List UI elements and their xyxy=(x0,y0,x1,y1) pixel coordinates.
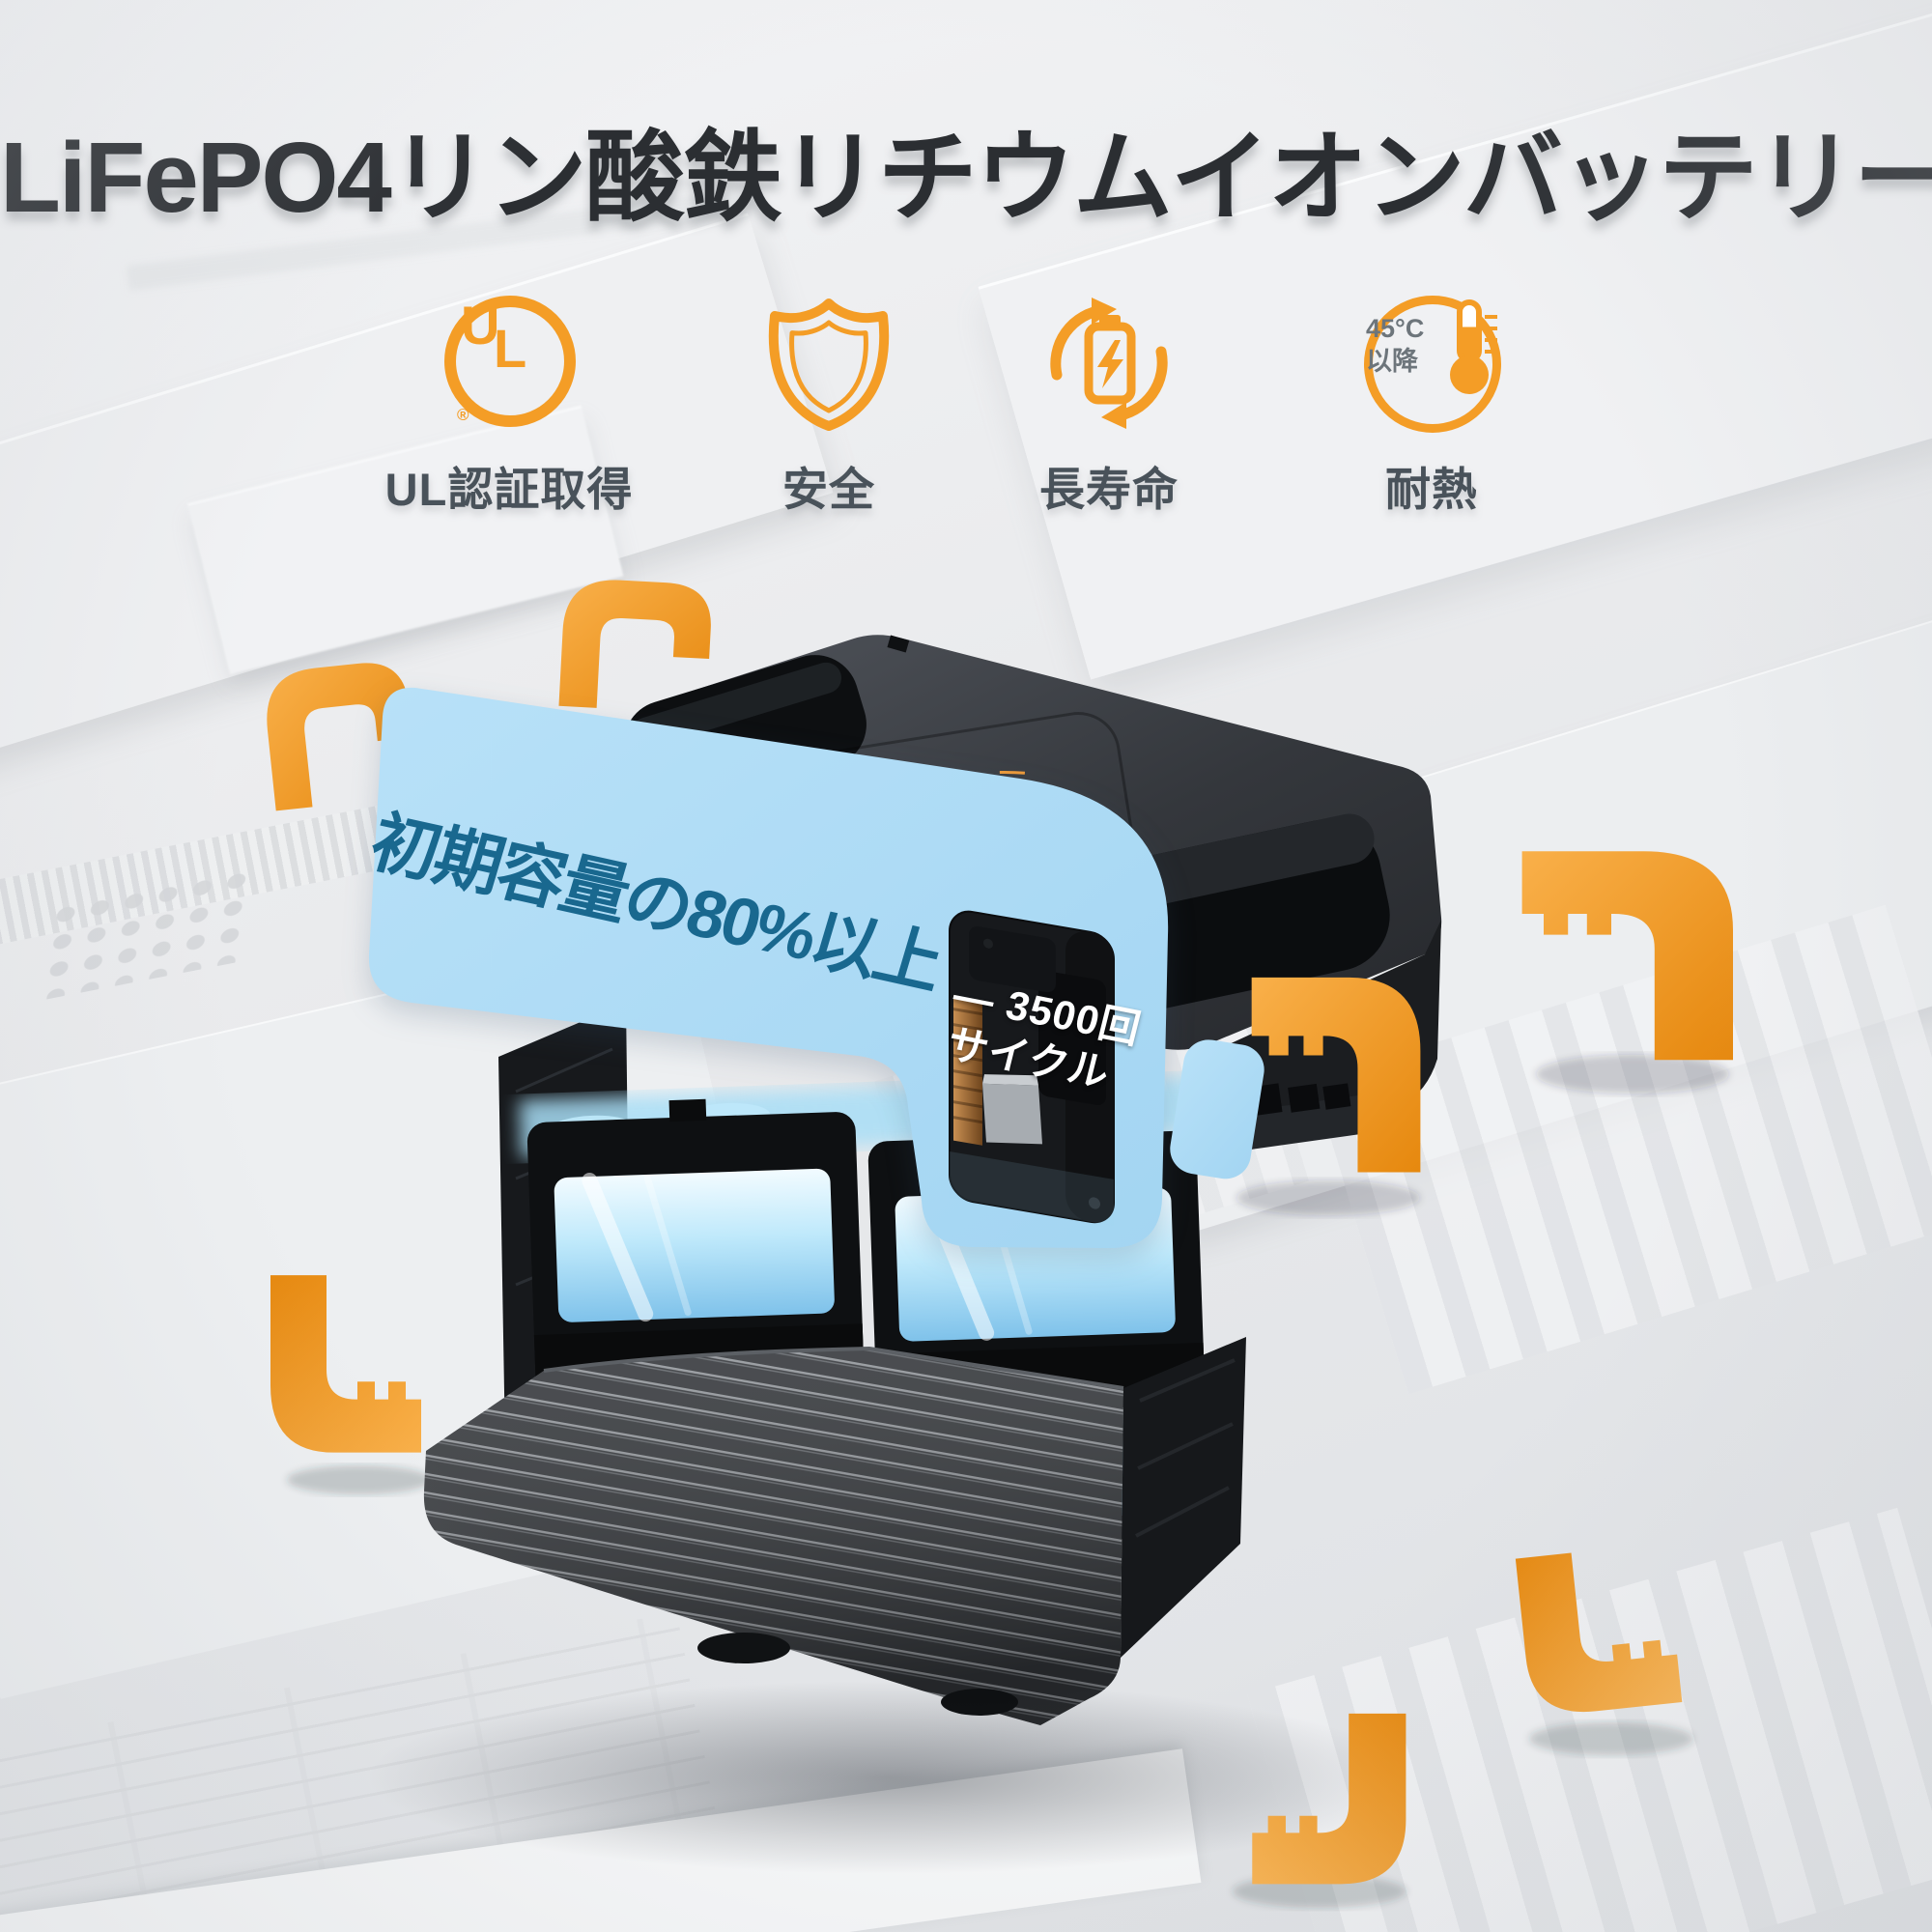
corner-protector xyxy=(1521,851,1733,1061)
ul-certification-icon: U L ® xyxy=(436,290,582,437)
piece-shadow xyxy=(1529,1722,1693,1755)
thermometer-icon: 45°C 以降 xyxy=(1358,290,1505,437)
page-title: LiFePO4リン酸鉄リチウムイオンバッテリー xyxy=(0,122,1932,233)
product-ground-shadow xyxy=(367,1681,1410,1874)
temp-value: 45°C xyxy=(1366,314,1425,343)
feature-label: UL認証取得 xyxy=(384,464,634,515)
cycle-window xyxy=(949,910,1115,1226)
temp-unit: 以降 xyxy=(1366,346,1418,376)
ul-letter-u: U xyxy=(461,295,500,355)
piece-shadow xyxy=(1236,1180,1420,1215)
thermometer-ticks xyxy=(1485,315,1497,359)
battery-cycle-icon xyxy=(1036,290,1182,437)
thermometer-caption: 45°C 以降 xyxy=(1366,313,1424,379)
feature-label: 安全 xyxy=(782,464,875,515)
feature-ul-certification: U L ® UL認証取得 xyxy=(364,290,654,519)
ul-letter-l: L xyxy=(494,318,527,379)
corner-protector xyxy=(1515,1543,1683,1719)
thermometer-ring xyxy=(1364,296,1501,433)
piece-shadow xyxy=(287,1465,432,1494)
banner-tab xyxy=(1170,1039,1264,1179)
thermometer-bulb xyxy=(1450,355,1489,394)
feature-label: 耐熱 xyxy=(1385,464,1478,515)
corner-protector xyxy=(270,1275,421,1453)
feature-safety: 安全 xyxy=(684,290,974,519)
feature-heat-resistant: 45°C 以降 耐熱 xyxy=(1287,290,1577,519)
bottom-case xyxy=(423,1337,1246,1725)
registered-mark: ® xyxy=(457,406,469,424)
feature-label: 長寿命 xyxy=(1039,464,1179,515)
piece-shadow xyxy=(1536,1055,1729,1094)
shield-icon xyxy=(755,290,902,437)
feature-long-life: 長寿命 xyxy=(964,290,1254,519)
